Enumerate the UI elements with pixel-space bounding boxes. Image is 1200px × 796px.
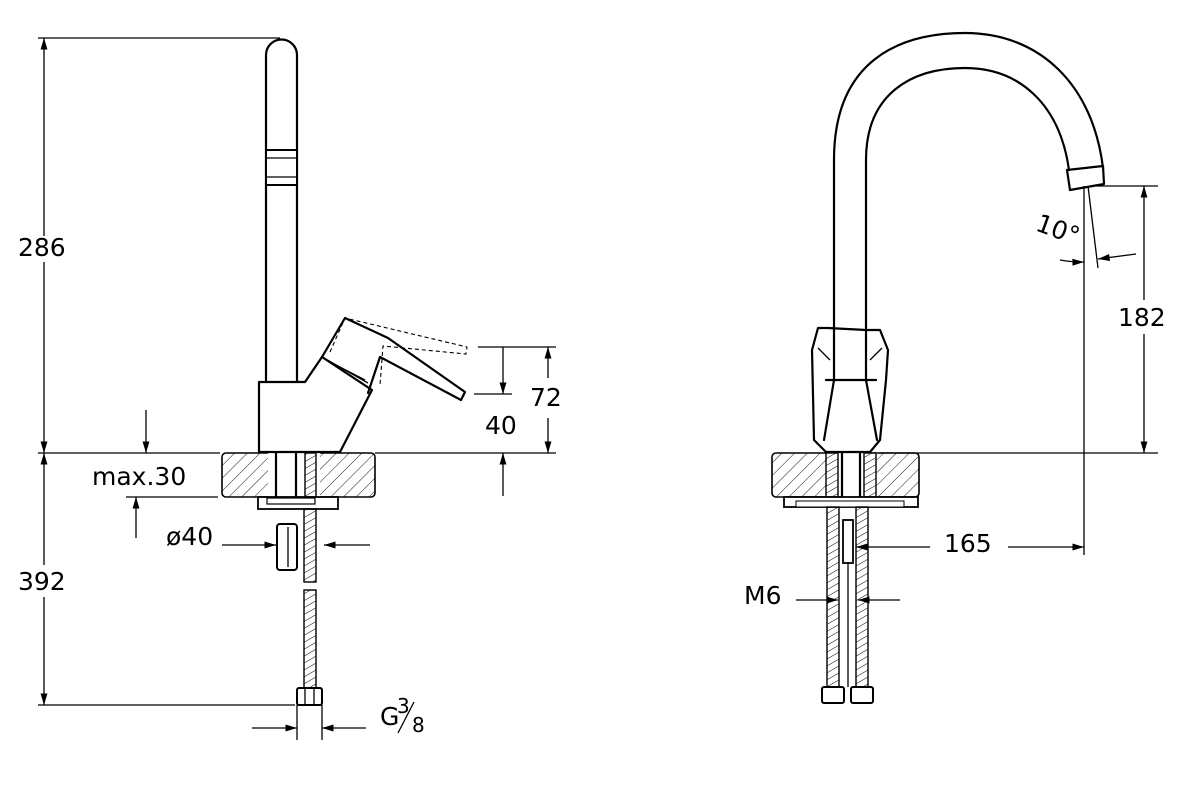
dim-g-denominator: 8: [412, 713, 425, 737]
braided-hose-right-b: [863, 452, 877, 498]
dim-40-label: 40: [485, 411, 517, 440]
dim-angle-label: 10°: [1032, 208, 1084, 250]
mixer-body-left: [257, 355, 374, 454]
lever-open-outline: [329, 317, 468, 386]
dim-182-label: 182: [1118, 303, 1166, 332]
braided-hose-left: [304, 452, 317, 498]
connector-nut-right-1: [821, 686, 845, 704]
stud-nut: [842, 519, 854, 564]
dim-72-label: 72: [530, 383, 562, 412]
dim-d40-label: ø40: [166, 522, 213, 551]
dim-286-label: 286: [18, 233, 66, 262]
dim-g-label: G: [380, 702, 399, 731]
connector-nut-left: [296, 687, 323, 706]
hose-upper-left: [303, 508, 317, 583]
braided-hose-right-a: [825, 452, 839, 498]
spout-left: [264, 38, 299, 384]
hose-right-2: [855, 506, 869, 688]
hose-right-1: [826, 506, 840, 688]
hose-lower-left: [303, 589, 317, 689]
dim-165-label: 165: [944, 529, 992, 558]
dim-max30-label: max.30: [92, 462, 186, 491]
connector-nut-right-2: [850, 686, 874, 704]
mixer-body-right: [810, 326, 890, 454]
lever-left: [320, 316, 467, 402]
dim-392-label: 392: [18, 567, 66, 596]
fixing-nut-left: [276, 523, 298, 571]
dim-g-numerator: 3: [397, 694, 410, 718]
front-view: [771, 31, 1158, 704]
aerator-band: [265, 149, 298, 186]
spout-tip: [1065, 164, 1106, 192]
gooseneck-spout: [832, 31, 1105, 382]
side-view: [38, 37, 556, 740]
dim-m6-label: M6: [744, 581, 781, 610]
